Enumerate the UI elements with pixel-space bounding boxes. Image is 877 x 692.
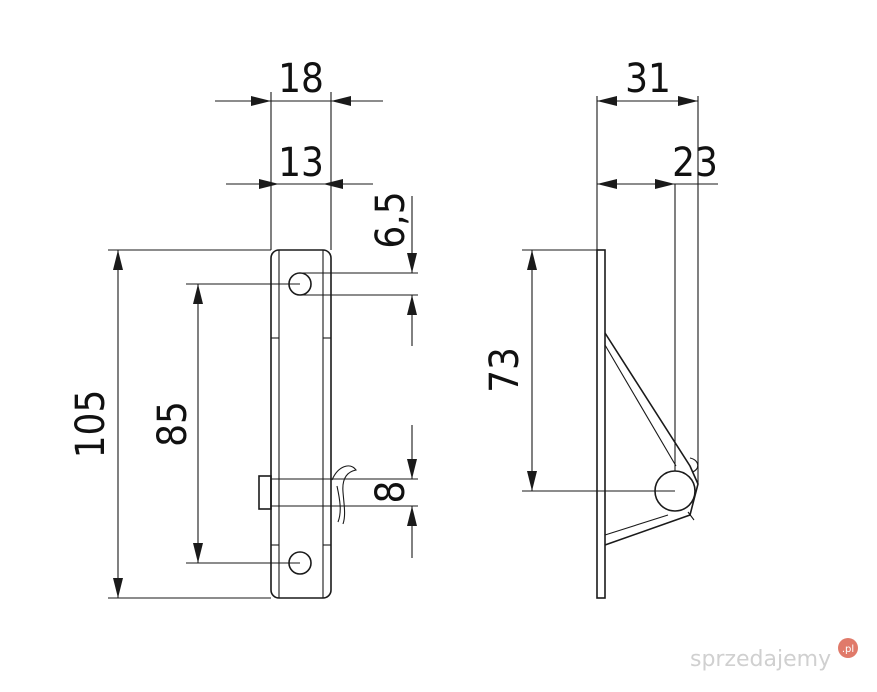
arrow-18-right	[331, 96, 351, 106]
dim-8-label: 8	[368, 481, 414, 504]
dim-31-label: 31	[625, 56, 671, 102]
arrow-105-top	[113, 250, 123, 270]
watermark-text: sprzedajemy	[690, 647, 831, 672]
arrow-31-left	[597, 96, 617, 106]
dim-85-label: 85	[150, 401, 196, 447]
side-bracket-arm	[604, 332, 699, 546]
dim-6-5-label: 6,5	[368, 191, 414, 248]
arrow-85-top	[193, 284, 203, 304]
side-back-plate	[596, 249, 606, 599]
arrow-105-bottom	[113, 578, 123, 598]
arrow-23-left	[597, 179, 617, 189]
arrow-13-right	[323, 179, 343, 189]
front-dimensions: 18 13 6,5 105 85 8	[68, 56, 418, 599]
dim-105-label: 105	[68, 390, 114, 459]
dim-18-label: 18	[278, 56, 324, 102]
pin-head	[258, 475, 272, 510]
dim-73-label: 73	[482, 347, 528, 393]
arrow-6-5-up	[407, 295, 417, 315]
arrow-18-left	[251, 96, 271, 106]
arrow-73-bottom	[527, 471, 537, 491]
front-view	[258, 249, 357, 599]
arrow-13-left	[259, 179, 279, 189]
arrow-31-right	[678, 96, 698, 106]
cotter-pin	[331, 465, 357, 525]
dim-13-label: 13	[278, 140, 324, 186]
arrow-8-up	[407, 506, 417, 526]
arrow-85-bottom	[193, 543, 203, 563]
watermark-badge-text: .pl	[842, 644, 854, 655]
hinge-plate-outline	[270, 249, 332, 599]
side-dimensions: 31 23 73	[482, 56, 718, 492]
arrow-73-top	[527, 250, 537, 270]
arrow-6-5-down	[407, 253, 417, 273]
arrow-23-right	[655, 179, 675, 189]
arrow-8-down	[407, 459, 417, 479]
watermark: sprzedajemy .pl	[690, 638, 858, 672]
side-view	[596, 184, 699, 599]
dim-23-label: 23	[672, 140, 718, 186]
side-bracket-arm-inner	[604, 344, 677, 536]
watermark-badge-icon	[838, 638, 858, 658]
